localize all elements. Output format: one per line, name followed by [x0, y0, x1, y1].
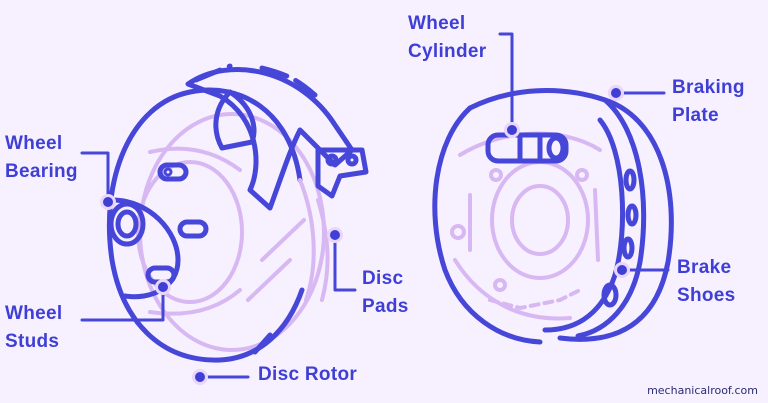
label-wheel-studs-line1: Wheel: [5, 303, 63, 324]
label-disc-pads-line1: Disc: [362, 268, 404, 289]
leaders: [80, 32, 670, 379]
disc-pads-shape: [298, 178, 330, 302]
dot-wheel-studs: [155, 279, 171, 295]
label-disc-rotor-text: Disc Rotor: [258, 364, 358, 385]
leader-disc-pads: [333, 233, 357, 292]
label-disc-rotor: Disc Rotor: [258, 361, 357, 389]
dot-wheel-bearing: [100, 194, 116, 210]
label-brake-shoes-line2: Shoes: [677, 285, 736, 306]
brake-shoes-shape: [542, 117, 626, 333]
dot-wheel-cylinder: [504, 122, 520, 138]
hub-back: [148, 146, 242, 316]
dot-braking-plate: [608, 85, 624, 101]
marker-dots: [100, 85, 630, 385]
label-disc-pads: Disc Pads: [362, 265, 409, 321]
label-braking-plate: Braking Plate: [672, 74, 745, 130]
leader-wheel-studs: [80, 286, 165, 322]
dot-disc-pads: [327, 227, 343, 243]
label-wheel-bearing-line2: Bearing: [5, 161, 78, 182]
watermark: mechanicalroof.com: [647, 384, 758, 397]
dot-disc-rotor: [192, 369, 208, 385]
hub-front: [108, 162, 209, 300]
disc-brake-illustration: [106, 63, 369, 363]
caliper: [185, 63, 369, 302]
label-wheel-cylinder: Wheel Cylinder: [408, 10, 486, 66]
dot-brake-shoes: [614, 262, 630, 278]
label-wheel-cylinder-line1: Wheel: [408, 13, 466, 34]
label-braking-plate-line1: Braking: [672, 77, 745, 98]
label-disc-pads-line2: Pads: [362, 296, 409, 317]
drum-brake-illustration: [432, 88, 674, 345]
label-brake-shoes: Brake Shoes: [677, 254, 736, 310]
wheel-cylinder-shape: [485, 132, 569, 164]
label-wheel-cylinder-line2: Cylinder: [408, 41, 487, 62]
leader-wheel-cylinder: [498, 32, 514, 132]
label-brake-shoes-line1: Brake: [677, 257, 732, 278]
leader-wheel-bearing: [80, 151, 110, 204]
label-wheel-bearing-line1: Wheel: [5, 133, 63, 154]
label-braking-plate-line2: Plate: [672, 105, 719, 126]
label-wheel-studs-line2: Studs: [5, 331, 60, 352]
label-wheel-bearing: Wheel Bearing: [5, 130, 78, 186]
label-wheel-studs: Wheel Studs: [5, 300, 62, 356]
